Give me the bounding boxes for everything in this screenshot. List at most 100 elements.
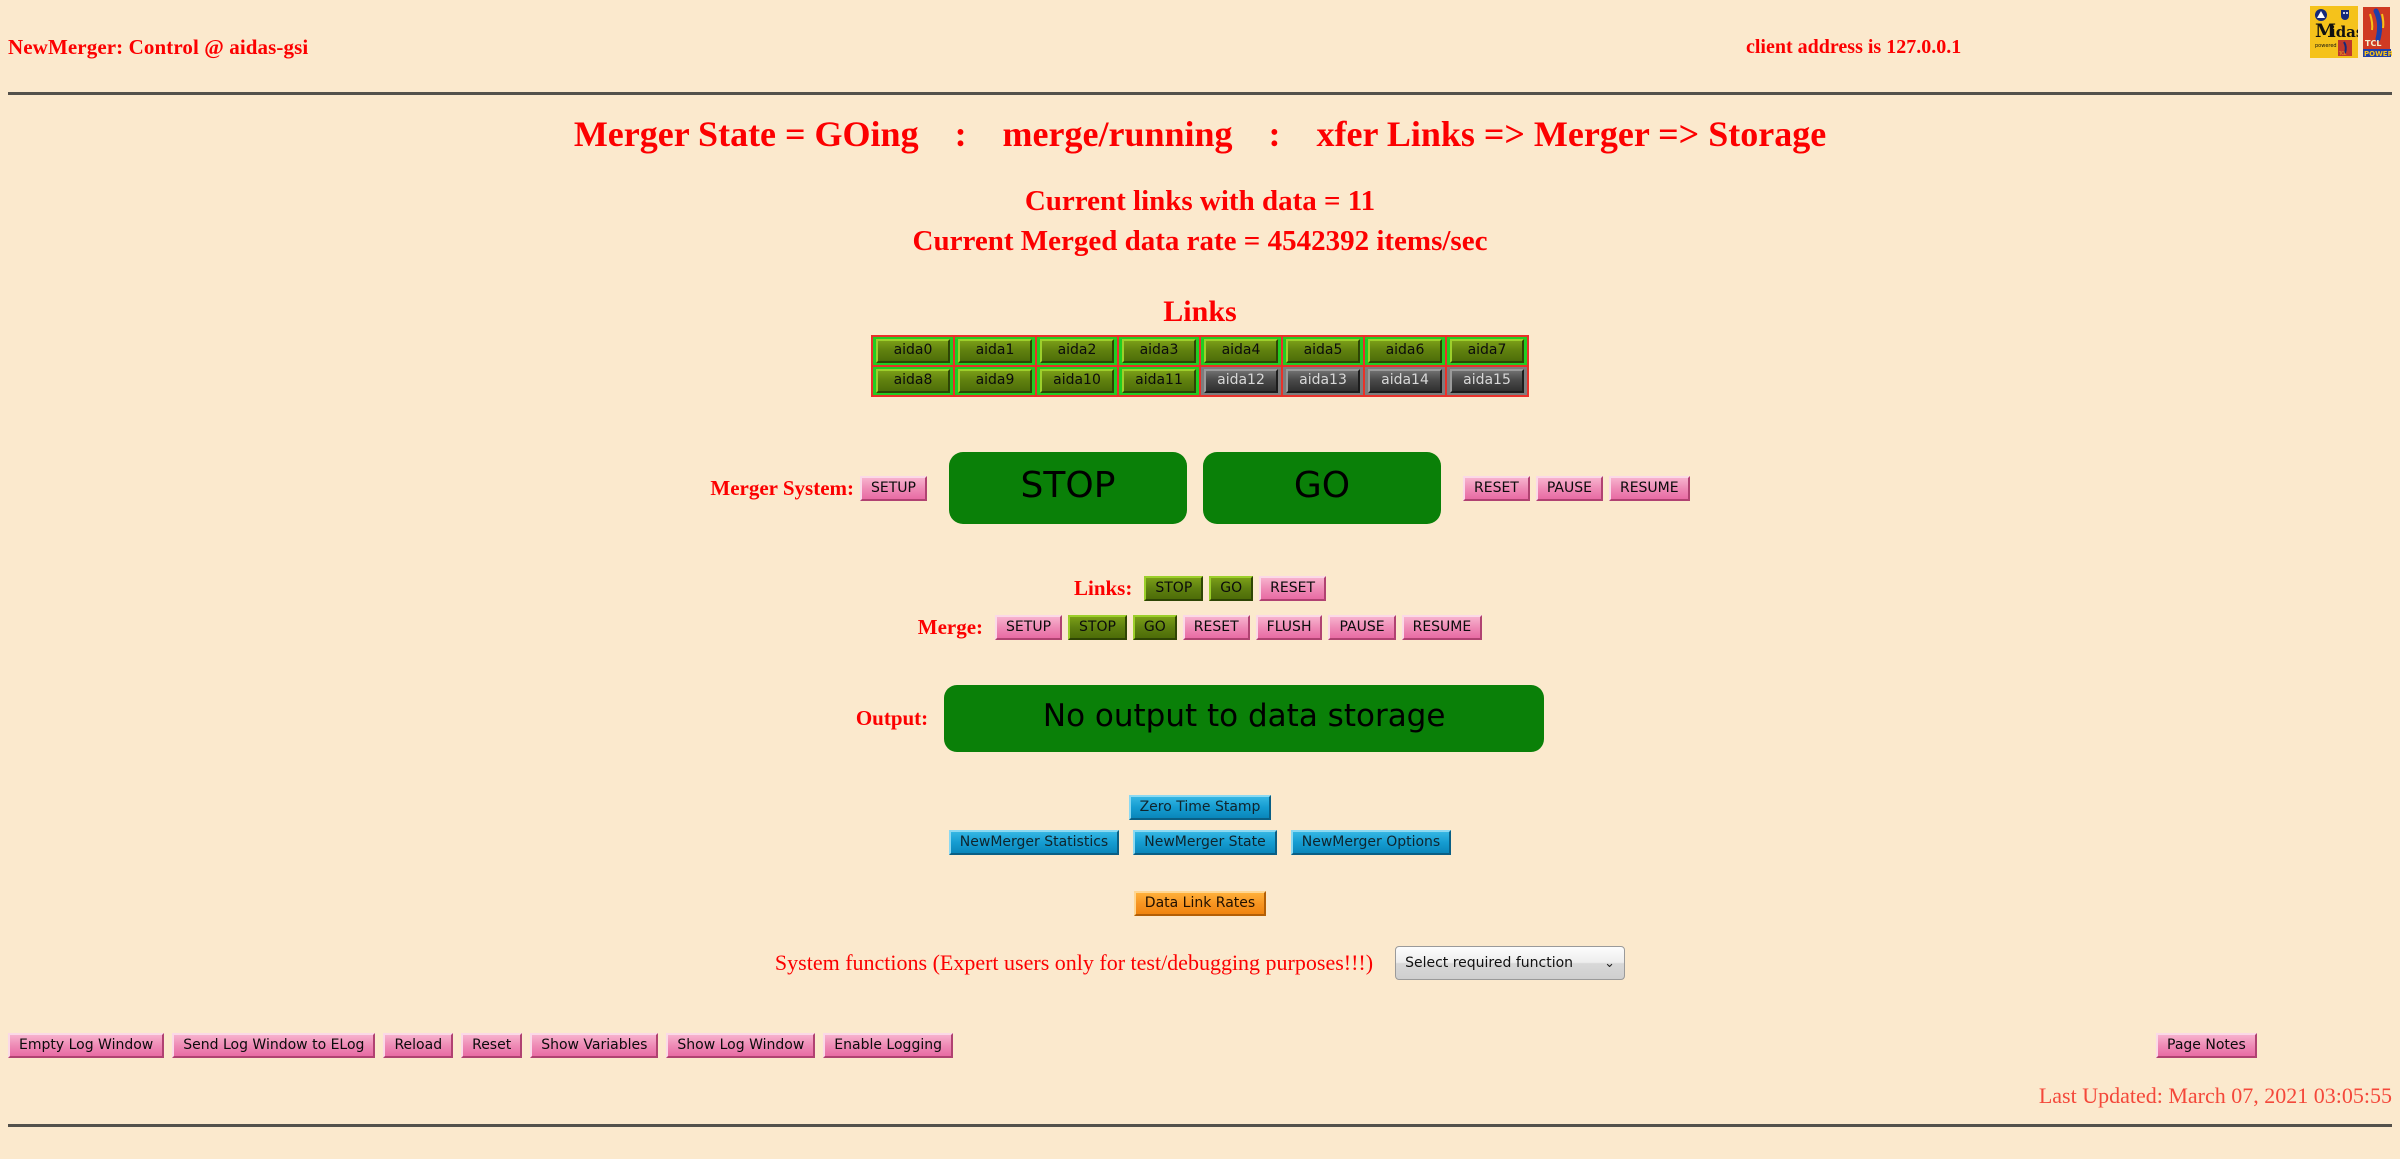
links-table: aida0 aida1 aida2 aida3 aida4 aida5 aida6 aida7…: [871, 335, 1529, 397]
links-section-heading: Links: [1163, 295, 1237, 328]
link-button-aida10[interactable]: aida10: [1040, 369, 1114, 393]
newmerger-nav-row: NewMerger Statistics NewMerger State New…: [0, 830, 2400, 855]
links-table-cell: aida0: [871, 335, 955, 367]
svg-text:powered by: powered by: [2315, 43, 2344, 49]
output-label: Output:: [855, 706, 929, 730]
header-divider: [8, 92, 2392, 95]
links-go-button[interactable]: GO: [1209, 576, 1254, 601]
bottom-toolbar-button-5[interactable]: Show Log Window: [666, 1033, 816, 1058]
svg-text:POWERED: POWERED: [2364, 50, 2392, 58]
links-table-wrap: aida0 aida1 aida2 aida3 aida4 aida5 aida6 aida7…: [0, 335, 2400, 397]
links-table-cell: aida11: [1117, 365, 1201, 397]
merge-go-button[interactable]: GO: [1132, 615, 1177, 640]
link-button-aida2[interactable]: aida2: [1040, 339, 1114, 363]
links-table-cell: aida1: [953, 335, 1037, 367]
links-table-cell: aida13: [1281, 365, 1365, 397]
data-link-rates-button[interactable]: Data Link Rates: [1133, 891, 1267, 916]
links-table-cell: aida4: [1199, 335, 1283, 367]
merge-control-label: Merge:: [917, 615, 984, 639]
bottom-toolbar-button-4[interactable]: Show Variables: [530, 1033, 659, 1058]
newmerger-options-button[interactable]: NewMerger Options: [1290, 830, 1452, 855]
links-table-cell: aida2: [1035, 335, 1119, 367]
bottom-toolbar-button-6[interactable]: Enable Logging: [823, 1033, 953, 1058]
link-button-aida3[interactable]: aida3: [1122, 339, 1196, 363]
midas-logo: M idas powered by TCL: [2310, 6, 2358, 58]
links-table-cell: aida7: [1445, 335, 1529, 367]
links-table-cell: aida3: [1117, 335, 1201, 367]
system-functions-row: System functions (Expert users only for …: [0, 946, 2400, 980]
merge-control-row: Merge: SETUP STOP GO RESET FLUSH PAUSE R…: [0, 615, 2400, 640]
system-functions-select[interactable]: Select required function ⌄: [1395, 946, 1626, 980]
last-updated-label: Last Updated: March 07, 2021 03:05:55: [2038, 1083, 2392, 1108]
merge-flush-button[interactable]: FLUSH: [1255, 615, 1323, 640]
link-button-aida1[interactable]: aida1: [958, 339, 1032, 363]
merger-pause-button[interactable]: PAUSE: [1535, 475, 1603, 501]
system-functions-select-value: Select required function: [1405, 955, 1574, 971]
merger-state-heading: Merger State = GOing : merge/running : x…: [573, 114, 1827, 154]
bottom-toolbar-button-2[interactable]: Reload: [383, 1033, 454, 1058]
newmerger-state-button[interactable]: NewMerger State: [1133, 830, 1277, 855]
link-button-aida4[interactable]: aida4: [1204, 339, 1278, 363]
bottom-toolbar-button-1[interactable]: Send Log Window to ELog: [172, 1033, 376, 1058]
link-button-aida12[interactable]: aida12: [1204, 369, 1278, 393]
link-button-aida7[interactable]: aida7: [1450, 339, 1524, 363]
links-table-cell: aida8: [871, 365, 955, 397]
svg-text:TCL: TCL: [2338, 51, 2347, 56]
link-button-aida6[interactable]: aida6: [1368, 339, 1442, 363]
zero-time-stamp-button[interactable]: Zero Time Stamp: [1128, 795, 1272, 820]
links-table-cell: aida6: [1363, 335, 1447, 367]
links-stop-button[interactable]: STOP: [1144, 576, 1204, 601]
merge-setup-button[interactable]: SETUP: [995, 615, 1063, 640]
link-button-aida15[interactable]: aida15: [1450, 369, 1524, 393]
output-status-button[interactable]: No output to data storage: [944, 685, 1545, 752]
bottom-toolbar-button-3[interactable]: Reset: [461, 1033, 523, 1058]
links-table-cell: aida10: [1035, 365, 1119, 397]
links-table-cell: aida9: [953, 365, 1037, 397]
merger-setup-button[interactable]: SETUP: [860, 475, 927, 501]
page-title: NewMerger: Control @ aidas-gsi: [8, 35, 309, 59]
merge-resume-button[interactable]: RESUME: [1401, 615, 1483, 640]
merge-stop-button[interactable]: STOP: [1068, 615, 1127, 640]
link-button-aida5[interactable]: aida5: [1286, 339, 1360, 363]
system-functions-label: System functions (Expert users only for …: [774, 950, 1374, 975]
link-button-aida14[interactable]: aida14: [1368, 369, 1442, 393]
links-table-cell: aida14: [1363, 365, 1447, 397]
links-control-label: Links:: [1073, 576, 1133, 600]
link-button-aida9[interactable]: aida9: [958, 369, 1032, 393]
logo-group: M idas powered by TCL TCL POWERED: [2310, 6, 2392, 58]
chevron-down-icon: ⌄: [1604, 955, 1616, 971]
merger-resume-button[interactable]: RESUME: [1608, 475, 1690, 501]
link-button-aida11[interactable]: aida11: [1122, 369, 1196, 393]
svg-text:TCL: TCL: [2365, 39, 2381, 48]
output-row: Output: No output to data storage: [0, 685, 2400, 752]
link-button-aida8[interactable]: aida8: [876, 369, 950, 393]
client-address-label: client address is 127.0.0.1: [1746, 36, 1962, 58]
merger-reset-button[interactable]: RESET: [1463, 475, 1530, 501]
merger-system-row: Merger System: SETUP STOP GO RESET PAUSE…: [0, 452, 2400, 524]
svg-text:M: M: [2315, 20, 2336, 42]
link-button-aida13[interactable]: aida13: [1286, 369, 1360, 393]
zero-time-stamp-row: Zero Time Stamp: [0, 795, 2400, 820]
newmerger-statistics-button[interactable]: NewMerger Statistics: [948, 830, 1120, 855]
merged-data-rate-heading: Current Merged data rate = 4542392 items…: [912, 225, 1488, 257]
bottom-toolbar: Empty Log Window Send Log Window to ELog R…: [8, 1033, 953, 1058]
links-table-row: aida0 aida1 aida2 aida3 aida4 aida5 aida6 aida7: [871, 335, 1529, 367]
bottom-toolbar-button-0[interactable]: Empty Log Window: [8, 1033, 165, 1058]
svg-text:idas: idas: [2330, 23, 2358, 41]
merger-stop-button[interactable]: STOP: [949, 452, 1187, 524]
links-table-row: aida8 aida9 aida10 aida11 aida12 aida13 aida14…: [871, 365, 1529, 397]
link-button-aida0[interactable]: aida0: [876, 339, 950, 363]
merger-system-label: Merger System:: [710, 475, 855, 500]
links-control-row: Links: STOP GO RESET: [0, 576, 2400, 601]
page-notes-wrap: Page Notes: [2156, 1033, 2257, 1058]
links-reset-button[interactable]: RESET: [1259, 576, 1326, 601]
data-link-rates-row: Data Link Rates: [0, 891, 2400, 916]
links-with-data-heading: Current links with data = 11: [1024, 185, 1376, 217]
merge-pause-button[interactable]: PAUSE: [1328, 615, 1396, 640]
tcl-powered-logo: TCL POWERED: [2363, 7, 2392, 58]
page-notes-button[interactable]: Page Notes: [2156, 1033, 2257, 1058]
merger-go-button[interactable]: GO: [1203, 452, 1441, 524]
links-table-cell: aida12: [1199, 365, 1283, 397]
merge-reset-button[interactable]: RESET: [1182, 615, 1250, 640]
